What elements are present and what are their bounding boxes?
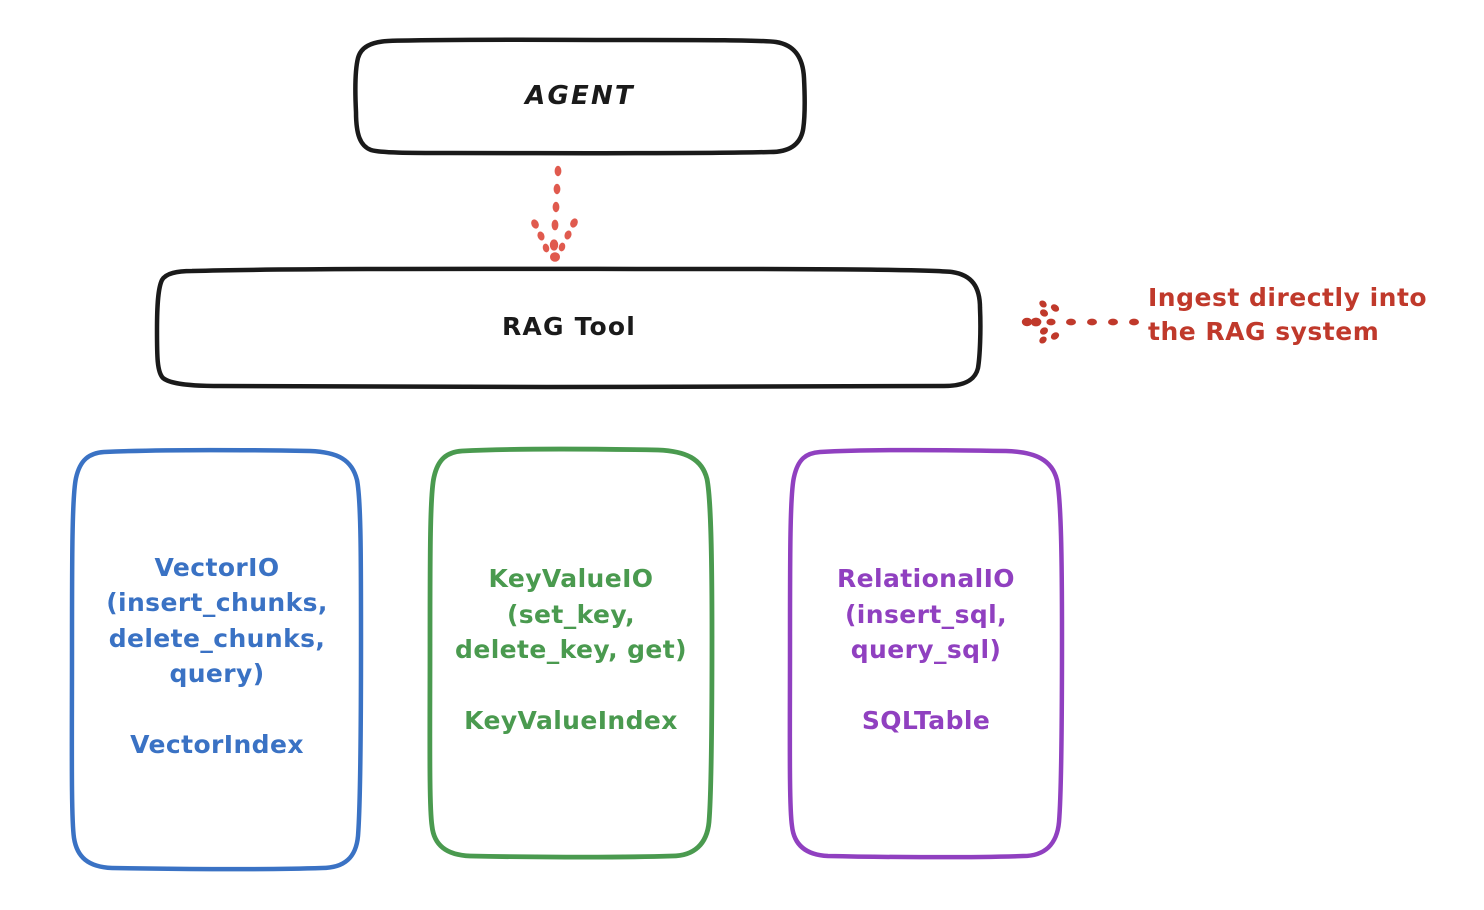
vector-io-node[interactable]: VectorIO (insert_chunks, delete_chunks, …: [72, 450, 362, 870]
rag-tool-box-outline: [154, 266, 983, 390]
annotation-to-rag-arrow: [1021, 300, 1139, 344]
agent-node[interactable]: AGENT: [355, 40, 805, 154]
relational-io-node[interactable]: RelationalIO (insert_sql, query_sql) SQL…: [790, 450, 1062, 858]
relational-io-node-label: RelationalIO (insert_sql, query_sql) SQL…: [837, 564, 1015, 736]
vector-io-node-label: VectorIO (insert_chunks, delete_chunks, …: [106, 552, 328, 760]
rag-tool-node[interactable]: RAG Tool: [158, 269, 980, 386]
key-value-io-box-outline: [427, 446, 715, 860]
relational-io-box-outline: [787, 447, 1065, 860]
agent-to-rag-arrow: [531, 165, 578, 262]
key-value-io-node[interactable]: KeyValueIO (set_key, delete_key, get) Ke…: [430, 450, 712, 858]
agent-node-label: AGENT: [525, 81, 635, 112]
key-value-io-node-label: KeyValueIO (set_key, delete_key, get) Ke…: [455, 564, 687, 736]
ingest-annotation-text: Ingest directly into the RAG system: [1148, 283, 1428, 346]
agent-box-outline: [353, 37, 807, 156]
vector-io-box-outline: [69, 447, 364, 872]
rag-tool-node-label: RAG Tool: [501, 312, 637, 342]
